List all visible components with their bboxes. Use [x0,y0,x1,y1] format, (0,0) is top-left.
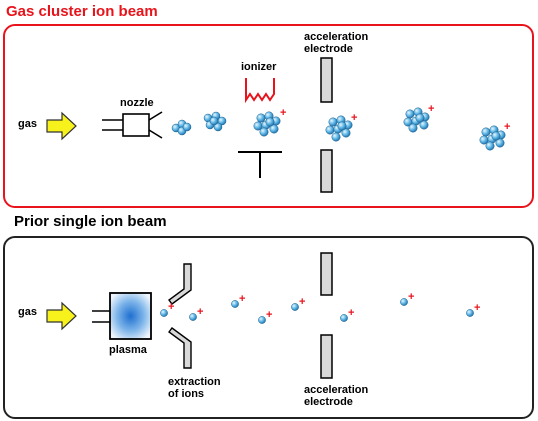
charge-symbol: + [348,307,354,319]
charge-symbol: + [504,121,510,133]
ionizer-filament [245,78,275,104]
gas-cluster-panel [3,24,534,208]
acceleration-electrode-upper-top [320,57,333,103]
extraction-electrodes [168,263,192,369]
gas-arrow-bottom [46,301,77,331]
ionized-cluster-1 [253,111,281,137]
single-ions [160,298,474,324]
nozzle-label: nozzle [120,97,154,109]
gas-arrow-top [46,111,77,141]
ionizer-label: ionizer [241,61,277,73]
ionized-cluster-4 [479,125,506,151]
gas-label-bottom: gas [18,306,37,318]
charge-symbol: + [474,302,480,314]
ionizer-grid [238,151,282,178]
single-ion-title: Prior single ion beam [14,213,167,230]
gas-label-top: gas [18,118,37,130]
charge-symbol: + [351,112,357,124]
charge-symbol: + [239,293,245,305]
gas-cluster-2 [203,111,227,132]
nozzle [102,111,163,139]
ionized-cluster-2 [325,115,353,142]
acceleration-electrode-label-bottom: acceleration electrode [304,384,369,408]
acceleration-electrode-lower-bottom [320,334,333,379]
single-ion [291,303,299,311]
plasma-label: plasma [109,344,147,356]
acceleration-electrode-lower-top [320,149,333,193]
single-ion [258,316,266,324]
acceleration-electrode-upper-bottom [320,252,333,296]
plasma-chamber [109,292,152,340]
ionized-cluster-3 [403,107,430,133]
single-ion [189,313,197,321]
charge-symbol: + [168,301,174,313]
single-ion [231,300,239,308]
charge-symbol: + [197,306,203,318]
single-ion [160,309,168,317]
charge-symbol: + [266,309,272,321]
gas-cluster-1 [171,119,192,136]
charge-symbol: + [280,107,286,119]
single-ion [400,298,408,306]
extraction-label: extraction of ions [168,376,221,400]
charge-symbol: + [408,291,414,303]
single-ion [466,309,474,317]
single-ion-panel [3,236,534,419]
charge-symbol: + [428,103,434,115]
single-ion [340,314,348,322]
gas-cluster-title: Gas cluster ion beam [6,3,158,20]
acceleration-electrode-label-top: acceleration electrode [304,31,369,55]
charge-symbol: + [299,296,305,308]
plasma-feed [92,310,110,323]
